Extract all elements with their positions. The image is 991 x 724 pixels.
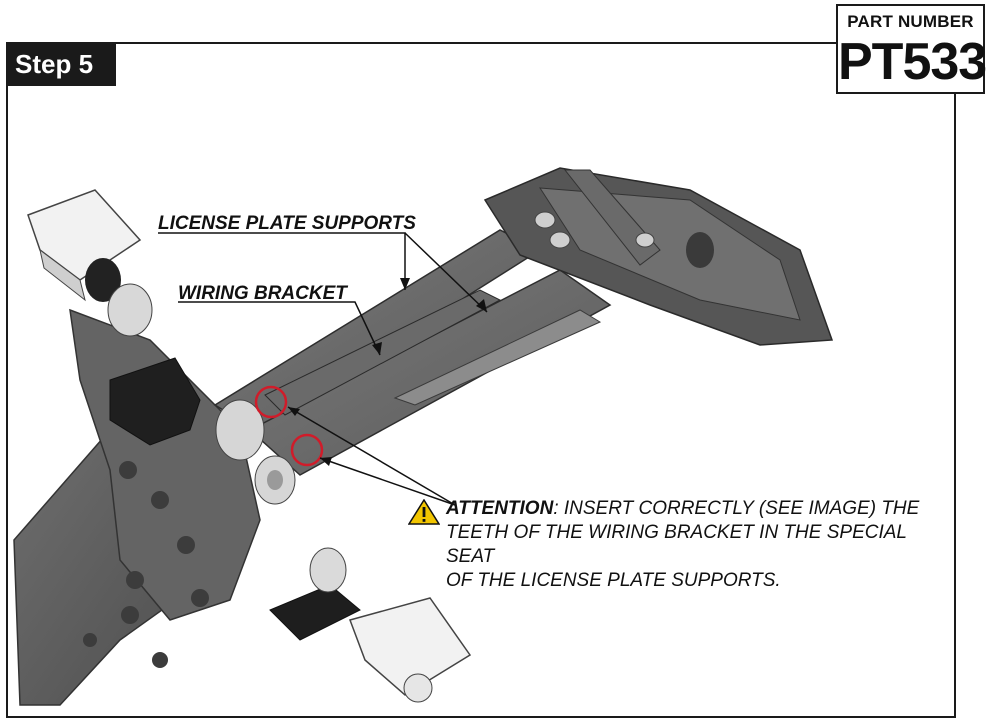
step-frame (6, 42, 956, 718)
detail-circle-lower (290, 433, 324, 467)
wiring-bracket (264, 289, 502, 416)
part-number-label: PART NUMBER (847, 12, 974, 31)
part-number-box: PART NUMBER PT533 (836, 4, 987, 94)
wiring-bracket-label: WIRING BRACKET (178, 283, 347, 304)
detail-circle-upper (254, 385, 288, 419)
leader-lines (158, 232, 488, 506)
part-number-value: PT533 (838, 33, 987, 91)
plate-holder (483, 167, 834, 346)
pivot-bushings (215, 399, 296, 505)
attention-line-3: OF THE LICENSE PLATE SUPPORTS. (446, 570, 781, 591)
foot-peg-lower (269, 547, 472, 703)
foot-peg-upper (27, 189, 153, 337)
step-label: Step 5 (15, 48, 94, 79)
step-badge: Step 5 (6, 42, 116, 86)
attention-line-2: TEETH OF THE WIRING BRACKET IN THE SPECI… (446, 522, 907, 567)
attention-keyword: ATTENTION (446, 498, 554, 519)
leader-arrowheads (288, 278, 487, 466)
attention-note: ATTENTION: INSERT CORRECTLY (SEE IMAGE) … (408, 497, 948, 593)
warning-triangle-icon (408, 499, 440, 525)
frame-bracket-plate (13, 308, 261, 706)
bracket-cap (109, 357, 201, 446)
license-plate-supports-label: LICENSE PLATE SUPPORTS (158, 213, 416, 234)
attention-line-1: : INSERT CORRECTLY (SEE IMAGE) THE (553, 498, 920, 519)
